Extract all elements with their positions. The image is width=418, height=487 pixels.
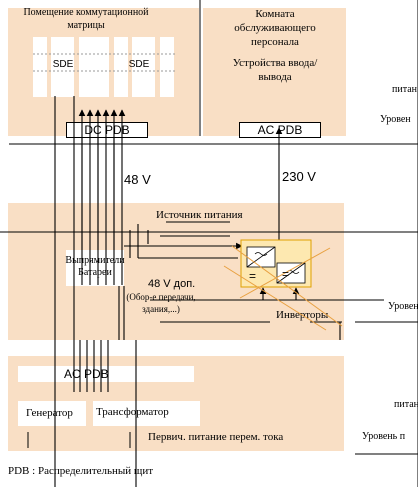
sde-dashed-lines	[33, 53, 175, 72]
rectifiers-label: Выпрямители Батареи	[65, 255, 125, 278]
io-devices-label: Устройства ввода/вывода	[232, 57, 318, 83]
rack-6	[160, 37, 174, 97]
switch-room-title: Помещение коммутационной матрицы	[23, 7, 149, 31]
rack-4	[114, 37, 128, 97]
transformer-box	[93, 401, 200, 426]
dc-feeder-lines	[54, 96, 139, 487]
transformer-label: Трансформатор	[96, 406, 169, 418]
voltage-230-label: 230 V	[282, 169, 316, 184]
sde-label-right: SDE	[128, 59, 150, 70]
inverter-dc-symbol-1: =	[249, 269, 257, 283]
voltage-48-label: 48 V	[124, 172, 151, 187]
orange-diagonals	[223, 245, 343, 331]
dc-pdb-box	[66, 122, 148, 138]
right-label-power-top: питан	[392, 84, 417, 95]
right-label-power-bottom: питан	[394, 399, 418, 410]
extra-48v-label: 48 V доп.	[148, 278, 196, 290]
rack-1	[33, 37, 47, 97]
right-label-level-mid: Уровен	[388, 301, 418, 312]
rack-5	[132, 37, 155, 97]
footnote: PDB : Распределительный щит	[8, 465, 154, 477]
sde-label-left: SDE	[52, 59, 74, 70]
extra-48v-note: (Обор-е передачи, здания,...)	[126, 292, 196, 314]
primary-lines	[27, 432, 131, 448]
right-label-level-bottom: Уровень п	[362, 431, 406, 442]
primary-ac-pdb-box	[18, 366, 194, 382]
generator-box	[18, 401, 86, 426]
dc-pdb-label: DC PDB	[84, 123, 130, 137]
staff-room-title: Комната обслуживающего персонала	[234, 8, 316, 48]
power-source-title: Источник питания	[156, 209, 243, 221]
primary-ac-pdb-label: AC PDB	[64, 367, 109, 381]
inverter-dc-symbol-2: =	[282, 267, 290, 281]
staff-room-block	[203, 8, 346, 136]
inverter-unit	[240, 239, 312, 288]
rack-2	[51, 37, 74, 97]
primary-ac-title: Первич. питание перем. тока	[148, 431, 284, 443]
rack-3	[79, 37, 109, 97]
right-label-level-top: Уровен	[380, 114, 411, 125]
generator-label: Генератор	[26, 407, 73, 419]
